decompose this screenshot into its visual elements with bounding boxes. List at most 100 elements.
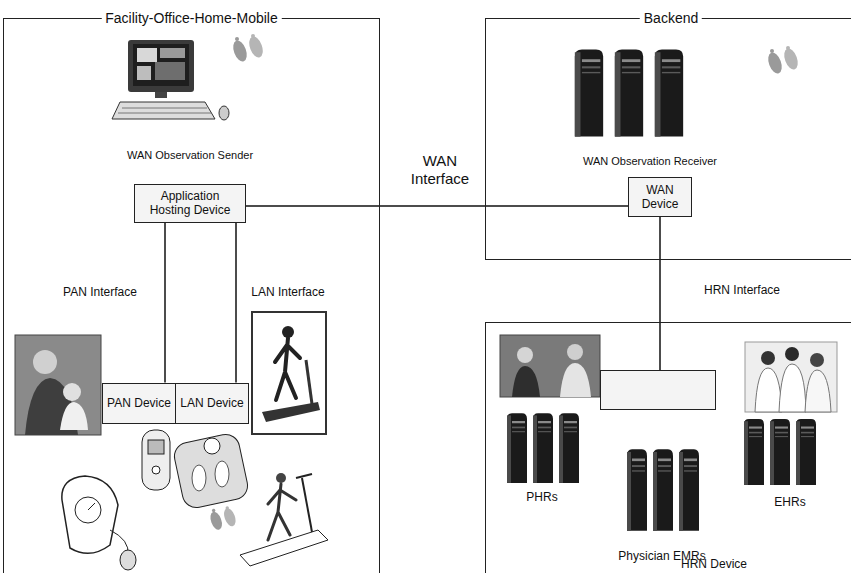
treadmill-drawing bbox=[268, 484, 296, 540]
caption-label: WAN Observation Sender bbox=[125, 149, 255, 162]
server-icon bbox=[679, 449, 699, 530]
photo-treadmill bbox=[275, 338, 300, 400]
caption-label: WAN Observation Receiver bbox=[581, 155, 719, 168]
device-box: LAN Device bbox=[175, 383, 249, 424]
photo-doctors bbox=[745, 342, 837, 412]
region-title: Backend bbox=[640, 10, 702, 26]
interface-label: LAN Interface bbox=[249, 285, 326, 299]
glucose-meter bbox=[142, 430, 170, 490]
box-label: PAN Device bbox=[107, 396, 171, 410]
glucose-meter bbox=[152, 466, 160, 474]
server-icon bbox=[770, 419, 790, 485]
photo-meeting bbox=[512, 366, 540, 397]
computer-icon bbox=[137, 66, 151, 80]
device-box: Application Hosting Device bbox=[134, 184, 246, 223]
server-icon bbox=[559, 413, 579, 483]
blood-pressure-cuff bbox=[62, 476, 118, 553]
footprint-icon bbox=[208, 34, 800, 531]
box-label: HRN Device bbox=[681, 557, 747, 571]
device-box: PAN Device bbox=[102, 383, 176, 424]
treadmill-drawing bbox=[296, 474, 312, 478]
footprint-icon bbox=[231, 34, 266, 63]
footprint-icon bbox=[208, 506, 238, 531]
treadmill-drawing bbox=[240, 473, 328, 566]
photo-treadmill bbox=[252, 312, 326, 434]
computer-icon bbox=[122, 108, 207, 109]
box-label: Application Hosting Device bbox=[145, 189, 235, 217]
photo-mother-child bbox=[60, 402, 88, 430]
photo-meeting bbox=[500, 335, 600, 397]
server-icon bbox=[575, 49, 603, 136]
photo-doctors bbox=[810, 353, 824, 367]
photo-treadmill bbox=[262, 402, 320, 422]
photo-doctors bbox=[761, 351, 775, 365]
server-icon bbox=[507, 413, 527, 483]
photo-treadmill bbox=[306, 360, 312, 404]
weight-scale bbox=[172, 432, 250, 510]
photo-meeting bbox=[567, 344, 583, 360]
footprint-icon bbox=[766, 46, 801, 75]
server-label: PHRs bbox=[524, 490, 559, 504]
interface-line bbox=[246, 205, 628, 207]
photo-mother-child bbox=[15, 335, 101, 435]
weight-scale bbox=[192, 465, 206, 491]
weight-scale bbox=[204, 438, 220, 454]
blood-pressure-cuff bbox=[120, 550, 136, 570]
server-icon bbox=[655, 49, 683, 136]
interface-label: WAN Interface bbox=[398, 152, 482, 188]
server-icon bbox=[796, 419, 816, 485]
photo-doctors bbox=[805, 370, 831, 412]
server-icon bbox=[744, 419, 764, 485]
computer-icon bbox=[112, 40, 229, 120]
interface-line bbox=[659, 217, 661, 370]
photo-doctors bbox=[785, 347, 799, 361]
box-label: WAN Device bbox=[633, 183, 687, 211]
blood-pressure-cuff bbox=[62, 476, 136, 570]
computer-icon bbox=[112, 102, 215, 119]
treadmill-drawing bbox=[240, 530, 328, 566]
computer-icon bbox=[137, 48, 157, 62]
server-icon bbox=[533, 413, 553, 483]
interface-line bbox=[164, 223, 166, 383]
photo-meeting bbox=[517, 347, 533, 363]
interface-label: PAN Interface bbox=[61, 285, 139, 299]
photo-doctors bbox=[779, 364, 806, 412]
computer-icon bbox=[155, 92, 167, 98]
photo-mother-child bbox=[15, 335, 101, 435]
photo-mother-child bbox=[33, 350, 57, 374]
photo-treadmill bbox=[252, 312, 326, 434]
photo-meeting bbox=[500, 335, 600, 397]
weight-scale bbox=[172, 432, 250, 510]
glucose-meter bbox=[142, 430, 170, 490]
blood-pressure-cuff bbox=[88, 503, 95, 510]
photo-meeting bbox=[560, 363, 591, 397]
treadmill-drawing bbox=[276, 473, 286, 483]
region-panel: BackendWAN Device bbox=[485, 18, 851, 260]
computer-icon bbox=[160, 48, 185, 58]
computer-icon bbox=[128, 40, 194, 92]
treadmill-drawing bbox=[302, 478, 312, 532]
interface-line bbox=[235, 223, 237, 383]
server-icon bbox=[507, 49, 816, 530]
computer-icon bbox=[155, 62, 185, 80]
photo-mother-child bbox=[63, 383, 81, 401]
weight-scale bbox=[215, 461, 229, 487]
server-icon bbox=[653, 449, 673, 530]
device-box: WAN Device bbox=[628, 177, 692, 217]
region-panel: PHRsPhysician EMRsEHRsHRN Device bbox=[485, 322, 851, 573]
photo-doctors bbox=[755, 368, 782, 412]
glucose-meter bbox=[148, 440, 164, 454]
box-label: LAN Device bbox=[180, 396, 243, 410]
server-icon bbox=[627, 449, 647, 530]
blood-pressure-cuff bbox=[75, 497, 101, 523]
server-label: EHRs bbox=[772, 495, 807, 509]
region-title: Facility-Office-Home-Mobile bbox=[101, 10, 281, 26]
server-icon bbox=[615, 49, 643, 136]
interface-label: HRN Interface bbox=[702, 283, 782, 297]
computer-icon bbox=[219, 106, 229, 120]
computer-icon bbox=[133, 44, 189, 86]
photo-doctors bbox=[745, 342, 837, 412]
computer-icon bbox=[118, 113, 211, 114]
device-box: HRN Device bbox=[600, 370, 716, 410]
